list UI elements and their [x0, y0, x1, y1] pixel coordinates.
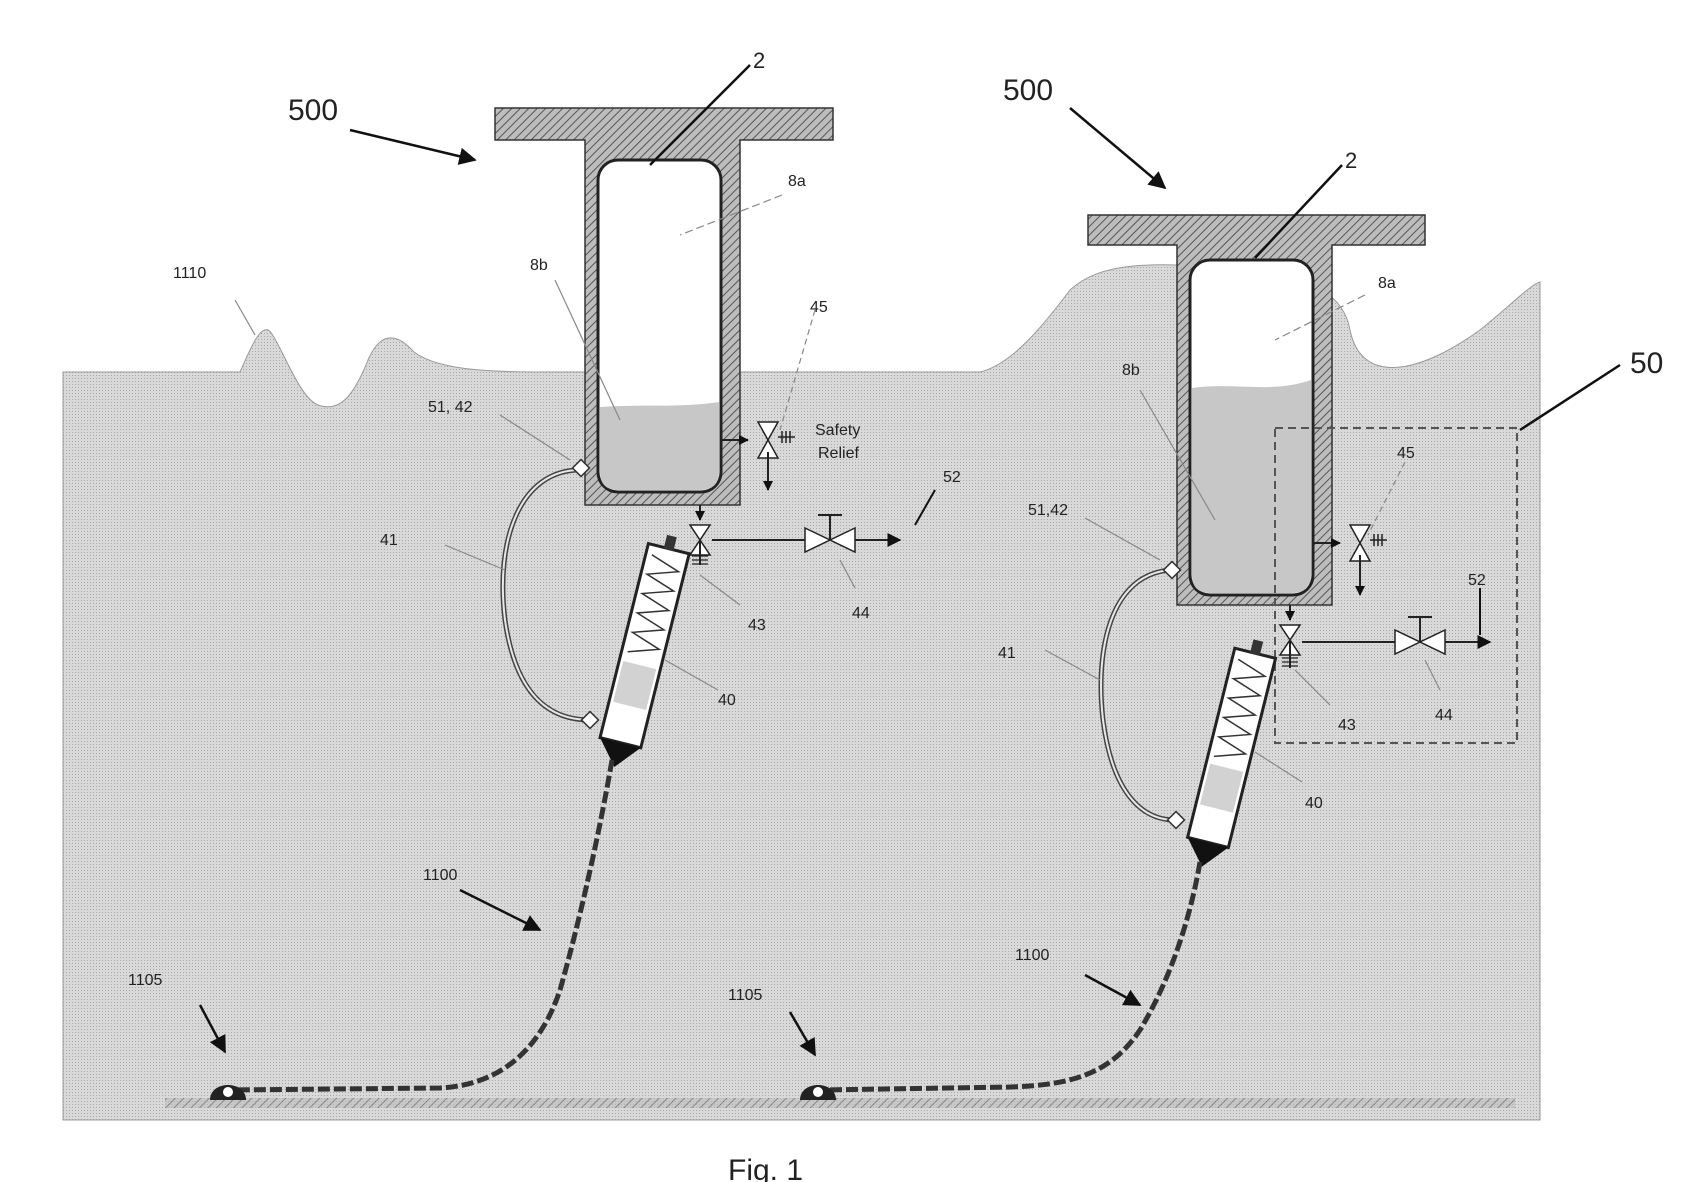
left-label-52: 52: [943, 469, 961, 486]
left-label-500: 500: [288, 94, 338, 127]
left-label-51-42: 51, 42: [428, 399, 473, 416]
left-label-45: 45: [810, 299, 828, 316]
left-label-8b: 8b: [530, 257, 548, 274]
right-label-8a: 8a: [1378, 275, 1396, 292]
figure-caption: Fig. 1: [728, 1154, 803, 1182]
left-label-40: 40: [718, 692, 736, 709]
right-label-41: 41: [998, 645, 1016, 662]
right-tank-liquid-8b: [1192, 380, 1311, 593]
left-label-2: 2: [753, 48, 765, 73]
right-label-44: 44: [1435, 707, 1453, 724]
seabed: [165, 1098, 1515, 1108]
right-label-52: 52: [1468, 572, 1486, 589]
left-label-8a: 8a: [788, 173, 806, 190]
right-label-1105: 1105: [728, 987, 763, 1004]
right-label-8b: 8b: [1122, 362, 1140, 379]
left-label-44: 44: [852, 605, 870, 622]
left-label-1105: 1105: [128, 972, 163, 989]
right-label-51-42: 51,42: [1028, 502, 1068, 519]
left-label-43: 43: [748, 617, 766, 634]
right-label-45: 45: [1397, 445, 1415, 462]
left-label-relief: Relief: [818, 445, 859, 462]
right-label-500: 500: [1003, 74, 1053, 107]
right-label-40: 40: [1305, 795, 1323, 812]
right-label-50: 50: [1630, 347, 1663, 380]
left-label-safety: Safety: [815, 422, 860, 439]
left-label-1100: 1100: [423, 867, 458, 884]
left-label-41: 41: [380, 532, 398, 549]
right-label-2: 2: [1345, 148, 1357, 173]
left-label-1110: 1110: [173, 265, 206, 282]
right-label-1100: 1100: [1015, 947, 1050, 964]
right-label-43: 43: [1338, 717, 1356, 734]
